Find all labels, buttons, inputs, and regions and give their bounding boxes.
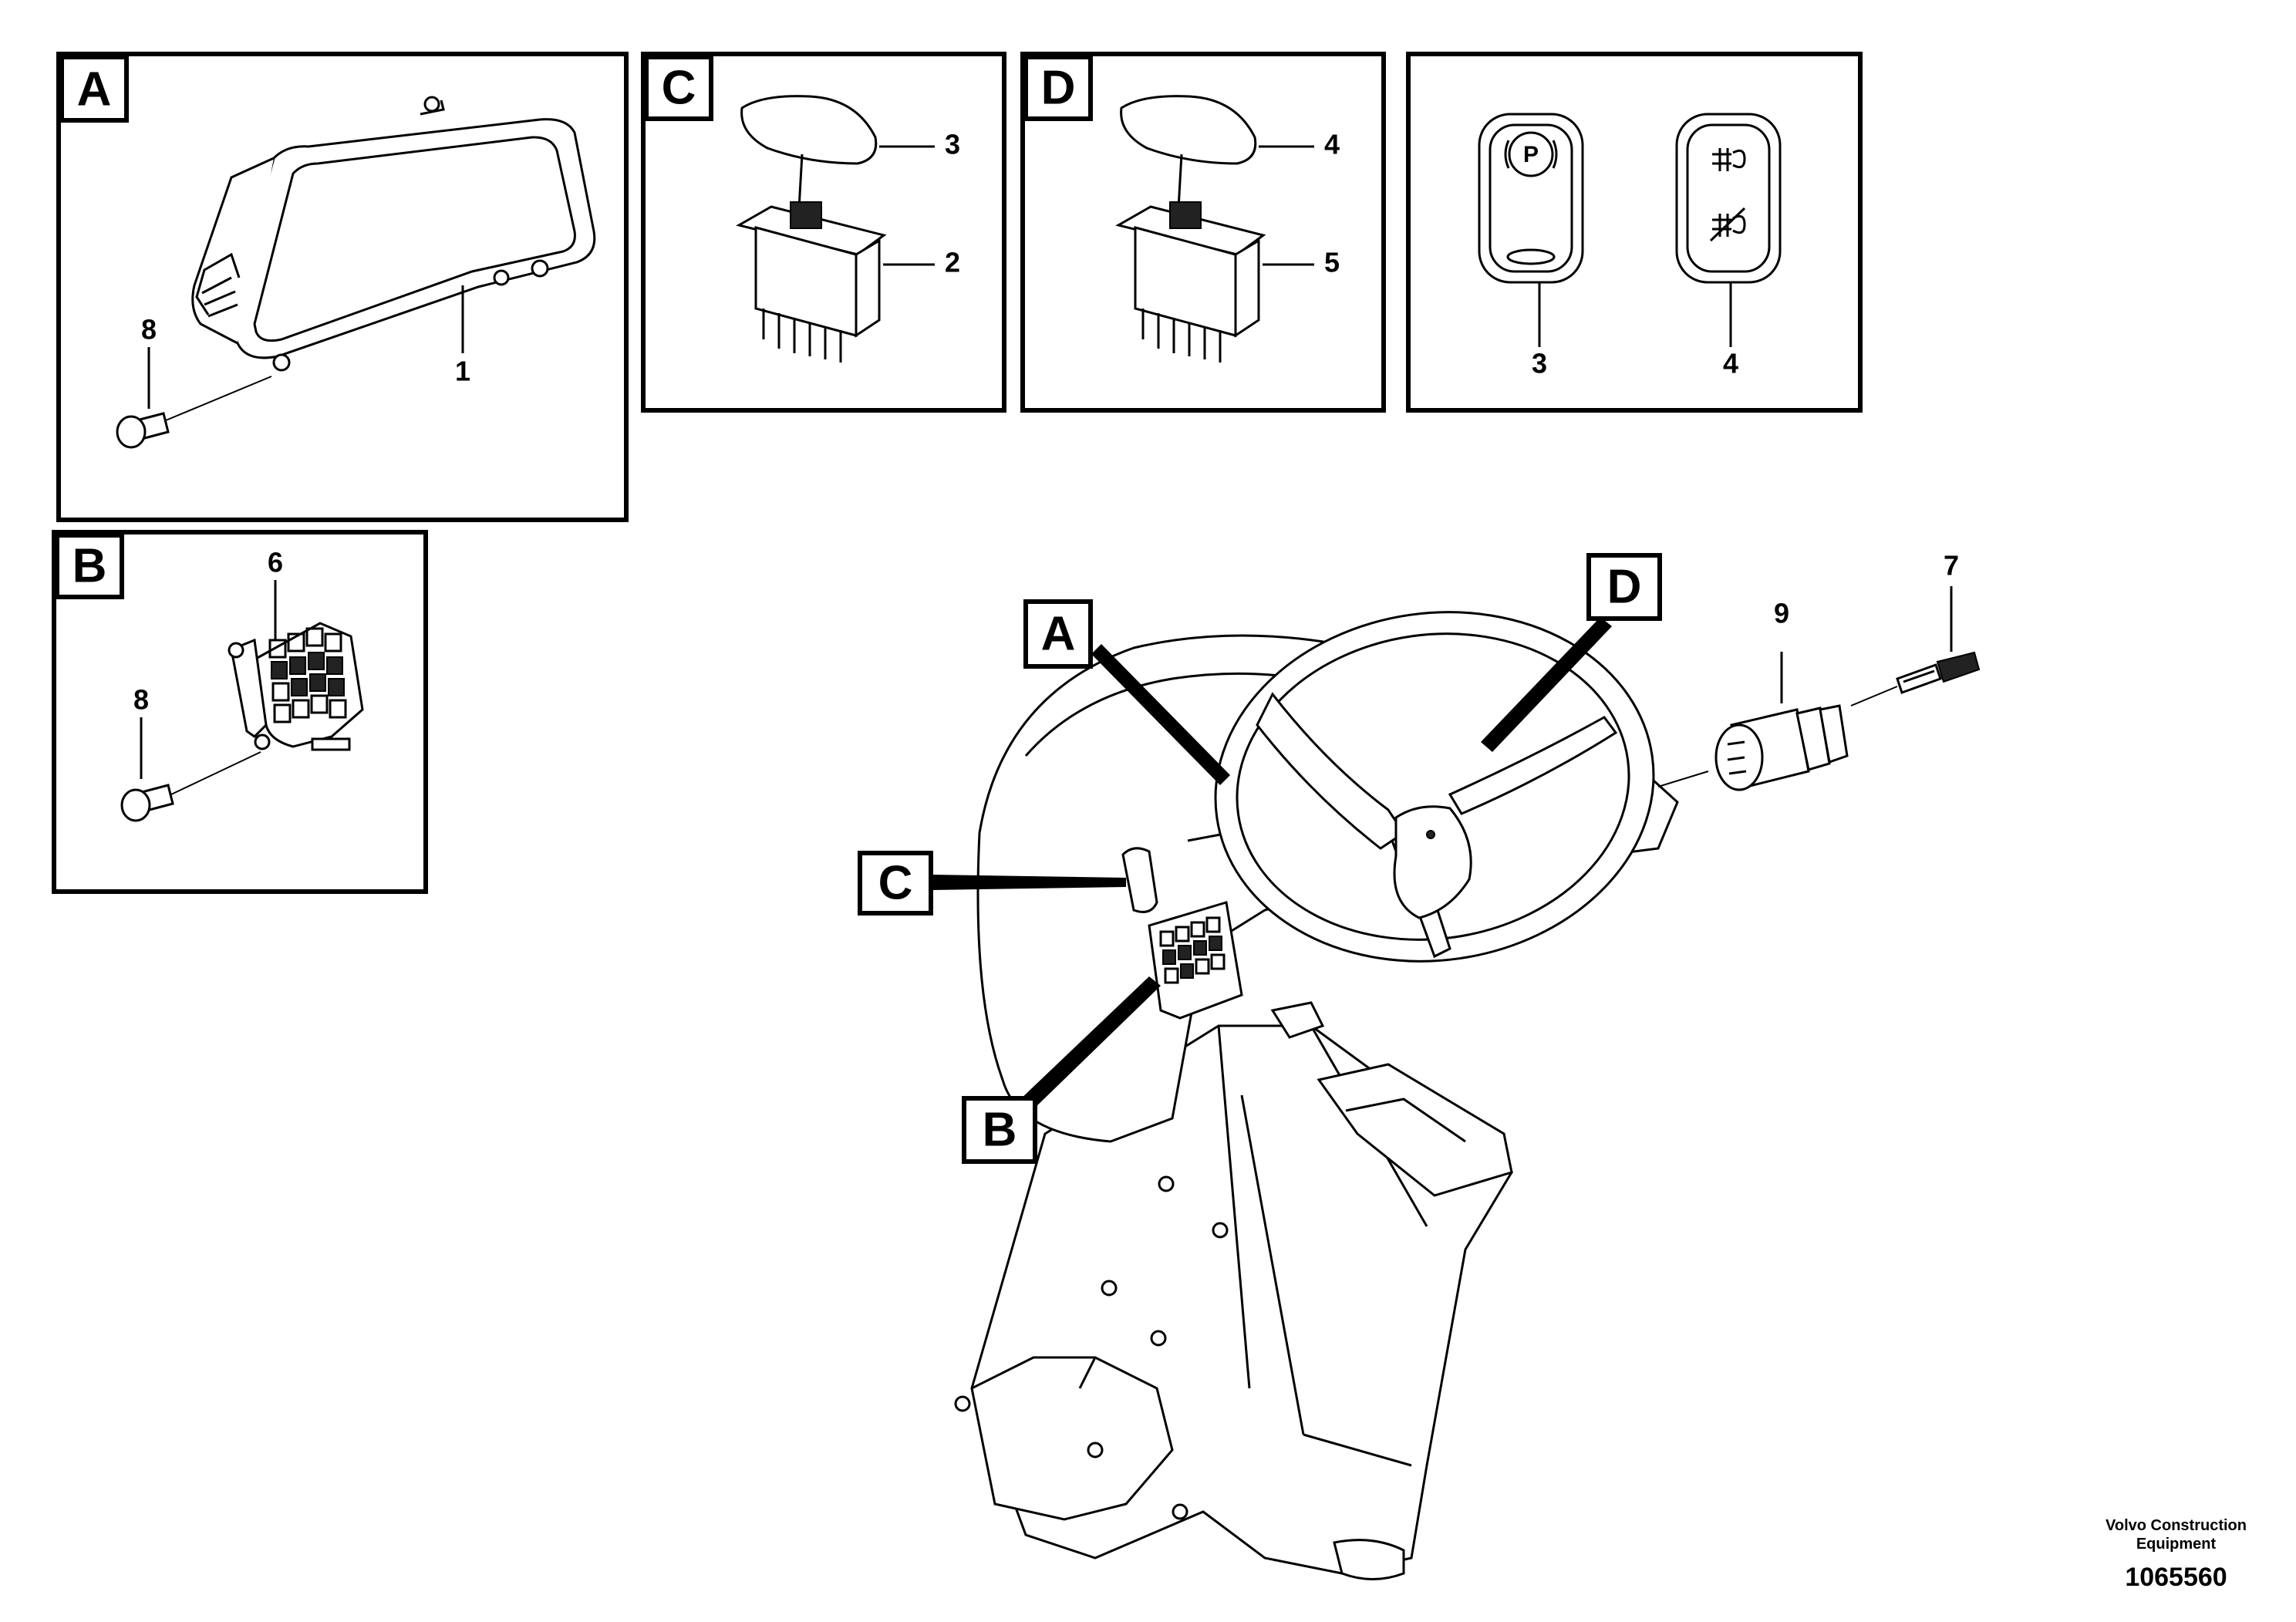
callout-d: D: [1481, 553, 1662, 752]
instrument-cluster: [191, 96, 596, 372]
steering-wheel: [1214, 611, 1655, 963]
detail-box-b: B: [52, 530, 428, 894]
screw-part-8-keypad: [120, 751, 261, 822]
differential-lock-switch-cap: [1675, 113, 1782, 284]
part-number-6: 6: [268, 547, 283, 578]
detail-box-b-letter: B: [72, 540, 107, 593]
detail-box-d-letter: D: [1041, 62, 1076, 115]
parking-brake-icon: P: [1504, 131, 1558, 177]
part-number-3-symbols: 3: [1532, 348, 1547, 379]
detail-box-c-letter: C: [662, 62, 696, 115]
rocker-cap-part-4: [1120, 95, 1257, 165]
callout-c-letter: C: [878, 857, 913, 910]
part-number-8-box-a: 8: [141, 314, 157, 346]
company-name-line-1: Volvo Construction: [2106, 1517, 2247, 1534]
callout-d-letter: D: [1607, 561, 1642, 614]
ignition-key-part-7: [1850, 651, 1981, 706]
part-number-4-symbols: 4: [1723, 348, 1738, 379]
callout-a-letter: A: [1041, 608, 1076, 661]
detail-box-a-letter: A: [77, 63, 112, 116]
part-number-3-box-c: 3: [945, 129, 960, 160]
part-number-1: 1: [455, 356, 470, 387]
part-number-8-box-b: 8: [133, 684, 149, 716]
dash-keypad-buttons: [1159, 916, 1226, 984]
part-number-7: 7: [1944, 550, 1959, 582]
part-number-9: 9: [1774, 598, 1789, 629]
steering-console-assembly: [954, 611, 1679, 1580]
callout-a: A: [1023, 599, 1230, 785]
parking-brake-switch-cap: P: [1478, 113, 1584, 284]
part-number-2: 2: [945, 247, 960, 278]
callout-c: C: [858, 851, 1126, 916]
publisher-credit: Volvo Construction Equipment 1065560: [2106, 1516, 2247, 1593]
ignition-switch-part-9: [1657, 704, 1849, 791]
switch-body-part-2: [736, 153, 887, 363]
company-name-line-2: Equipment: [2136, 1536, 2217, 1553]
screw-part-8: [116, 376, 272, 449]
detail-box-c: C 3 2: [641, 52, 1006, 413]
rocker-cap-part-3: [740, 95, 878, 165]
differential-lock-icon: [1709, 148, 1746, 242]
keypad-part-6: [228, 622, 364, 751]
callout-b-letter: B: [983, 1104, 1017, 1157]
part-number-4-box-d: 4: [1324, 129, 1340, 160]
illustration-number: 1065560: [2125, 1563, 2227, 1592]
detail-box-a: A 8 1: [56, 52, 629, 522]
svg-text:P: P: [1523, 142, 1539, 167]
detail-box-d: D 4 5: [1020, 52, 1386, 413]
keypad-buttons: [268, 627, 347, 723]
callout-b: B: [962, 976, 1161, 1164]
part-number-5: 5: [1324, 247, 1340, 278]
switch-body-part-5: [1115, 153, 1266, 363]
detail-box-switch-symbols: P 3 4: [1406, 52, 1863, 413]
